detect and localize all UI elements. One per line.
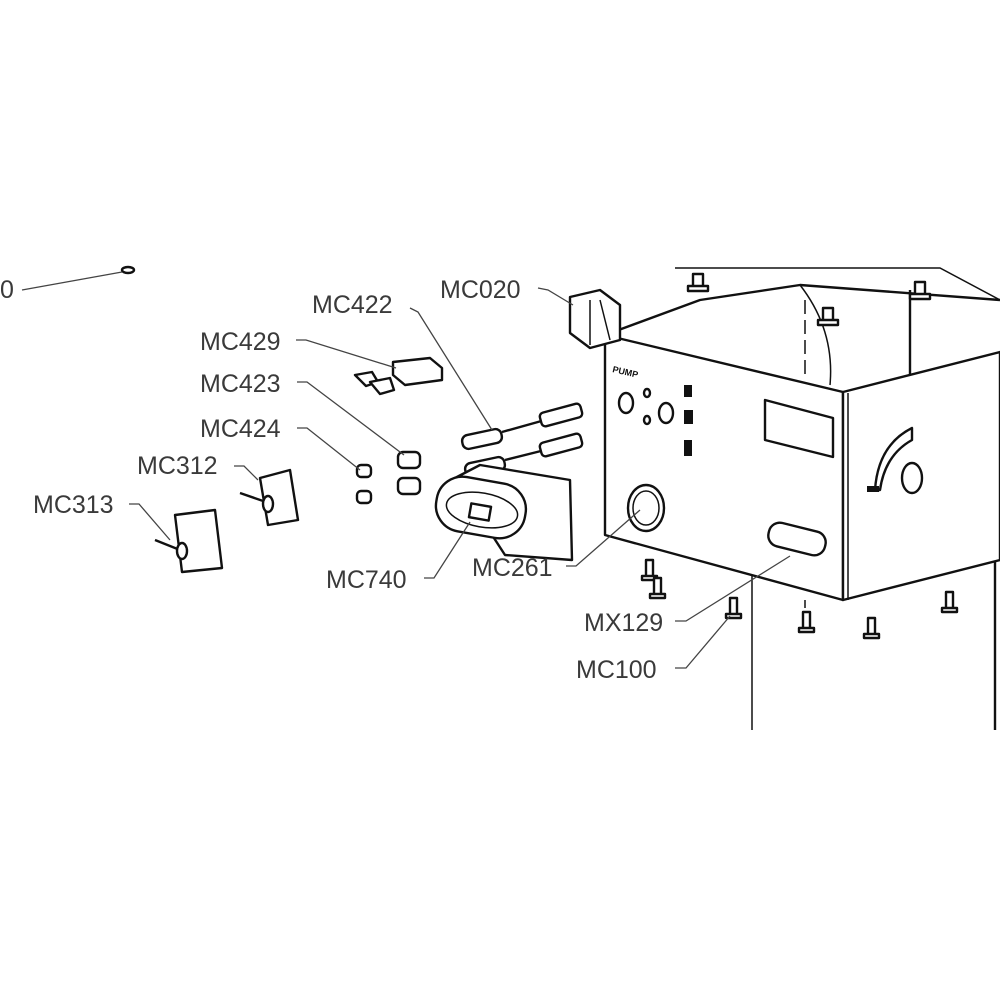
dial-mark <box>867 486 879 492</box>
leader-lines <box>21 271 791 669</box>
power-symbol-icon <box>684 385 692 397</box>
part-mc429 <box>353 356 444 396</box>
label-mc312: MC312 <box>137 452 218 480</box>
panel-hole <box>657 401 675 425</box>
label-mc423: MC423 <box>200 370 281 398</box>
cabinet-curve <box>799 284 832 386</box>
label-mc100: MC100 <box>576 656 657 684</box>
screws <box>640 272 959 640</box>
label-mc313: MC313 <box>33 491 114 519</box>
panel-hole-small <box>642 387 652 399</box>
part-mc312 <box>239 468 300 527</box>
part-mc313 <box>154 508 224 574</box>
part-mc020 <box>568 288 622 350</box>
label-mc740: MC740 <box>326 566 407 594</box>
screw-mc100 <box>640 558 959 640</box>
panel-ring-inner <box>632 490 660 526</box>
panel-front <box>603 333 845 602</box>
part-labels: 0 MC422 MC020 MC429 MC423 MC424 MC312 MC… <box>0 276 663 684</box>
label-mc424: MC424 <box>200 415 281 443</box>
panel-badge <box>767 521 827 557</box>
part-mc424 <box>355 463 373 505</box>
cabinet-top-edge <box>675 267 1000 301</box>
part-mc740 <box>434 463 574 562</box>
label-mc020: MC020 <box>440 276 521 304</box>
label-mx129: MX129 <box>584 609 663 637</box>
label-partial: 0 <box>0 276 14 304</box>
part-mc423 <box>396 450 422 496</box>
label-mc429: MC429 <box>200 328 281 356</box>
cabinet-rim <box>604 283 1000 337</box>
part-partial <box>120 265 136 275</box>
heat-symbol-icon <box>684 410 693 424</box>
dial-knob <box>900 461 924 495</box>
cup-symbol-icon <box>684 440 692 456</box>
label-mc422: MC422 <box>312 291 393 319</box>
display-window <box>763 398 835 459</box>
label-mc261: MC261 <box>472 554 553 582</box>
panel-hole-small <box>642 414 652 426</box>
control-panel: PUMP <box>603 333 1000 602</box>
panel-hole <box>617 391 635 415</box>
dial-arc <box>873 426 914 492</box>
